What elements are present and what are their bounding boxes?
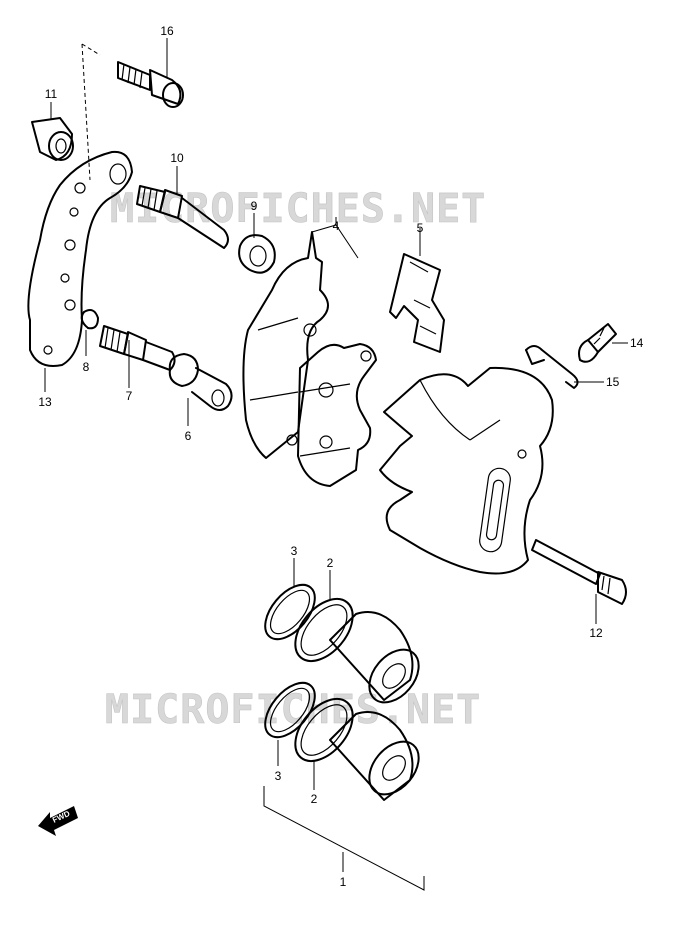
- part-2-seal-lower: [294, 698, 354, 762]
- callout-12: 12: [589, 626, 603, 640]
- callout-3-lower: 3: [275, 769, 282, 783]
- part-15-pin-clip: [525, 345, 579, 389]
- part-6-pin: [168, 353, 233, 411]
- callout-3-upper: 3: [291, 544, 298, 558]
- part-2-seal-upper: [294, 598, 354, 662]
- callout-4: 4: [333, 219, 340, 233]
- part-4-brake-pads: [242, 231, 377, 487]
- callout-6: 6: [185, 429, 192, 443]
- piston-upper: [329, 611, 420, 704]
- callout-11: 11: [45, 87, 58, 101]
- callout-14: 14: [630, 336, 644, 350]
- watermark-bottom: MICROFICHES.NET: [105, 687, 481, 733]
- callout-9: 9: [251, 199, 258, 213]
- callout-1: 1: [340, 875, 347, 889]
- callout-2-upper: 2: [327, 556, 334, 570]
- callout-13: 13: [38, 395, 52, 409]
- part-7-pin: [99, 325, 176, 371]
- callout-15: 15: [606, 375, 620, 389]
- caliper-body: [379, 366, 554, 575]
- part-16-bolt: [117, 61, 184, 108]
- part-11-collar: [31, 117, 74, 161]
- callout-7: 7: [126, 389, 133, 403]
- callout-2-lower: 2: [311, 792, 318, 806]
- part-3-seal-upper: [264, 583, 316, 641]
- part-13-bracket: [27, 150, 133, 367]
- part-12-pin: [531, 539, 627, 605]
- callout-5: 5: [417, 221, 424, 235]
- piston-lower: [329, 711, 420, 801]
- part-10-pin: [136, 185, 229, 249]
- callout-16: 16: [160, 24, 174, 38]
- callout-8: 8: [83, 360, 90, 374]
- callout-10: 10: [170, 151, 184, 165]
- part-9-boot: [238, 234, 276, 274]
- part-8-clip: [80, 309, 99, 330]
- watermark-top: MICROFICHES.NET: [110, 186, 486, 232]
- fwd-arrow-icon: FWD: [38, 806, 78, 836]
- part-5-spring: [389, 253, 445, 353]
- part-14-bleeder: [578, 323, 617, 363]
